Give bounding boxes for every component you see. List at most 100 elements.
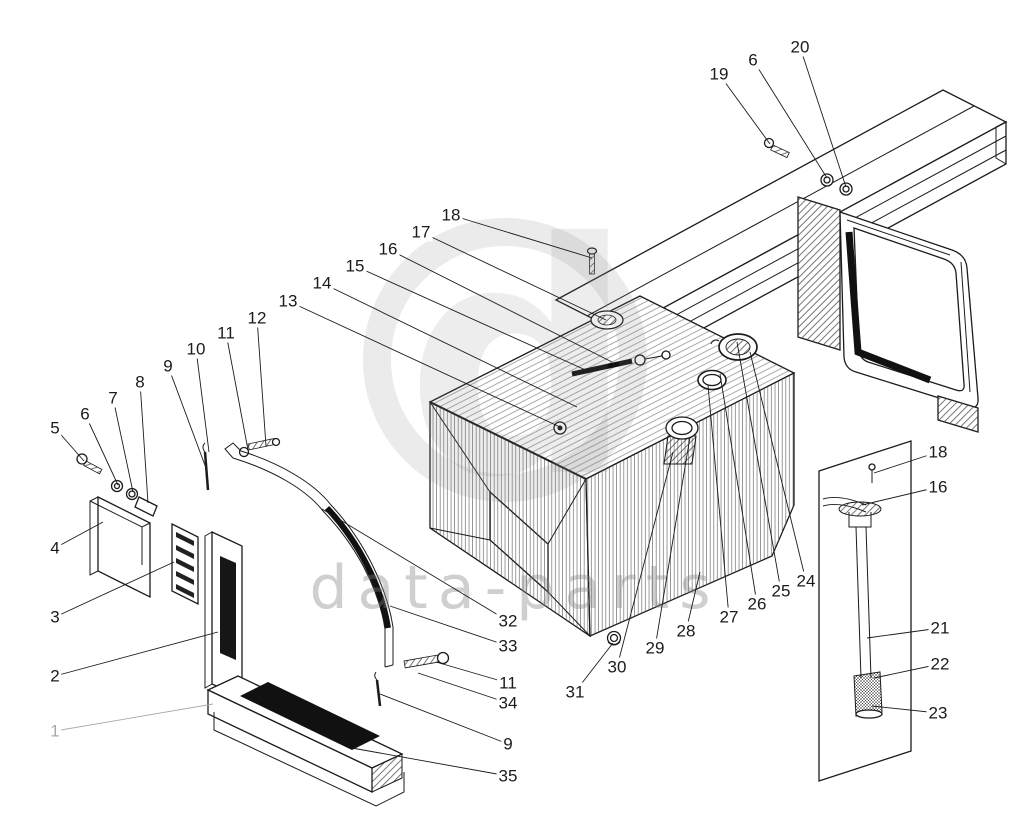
leader-line-17-1 (54, 703, 214, 732)
leader-line-0-18 (450, 214, 593, 259)
bracket-cradle-1 (206, 675, 405, 807)
drain-nut-31 (606, 630, 622, 646)
tank-top-hatch (430, 296, 794, 479)
rear-strap-assembly (797, 196, 979, 433)
leader-line-9-9 (167, 365, 207, 469)
callout-31-29: 29 (643, 638, 667, 658)
leader-line-22-16 (861, 486, 939, 506)
callout-3-15: 15 (343, 256, 367, 276)
callout-14-4: 4 (48, 538, 62, 558)
washer-6-left (110, 479, 124, 493)
leader-line-37-34 (417, 672, 509, 704)
tank-side-hatch (586, 373, 794, 636)
pickup-tube-21 (855, 526, 872, 679)
callout-28-26: 26 (745, 594, 769, 614)
callout-25-23: 23 (926, 703, 950, 723)
watermark-circle (363, 218, 647, 502)
callout-21-18: 18 (926, 442, 950, 462)
tank-recess-hatch (490, 492, 548, 592)
bolt-11-upper (238, 437, 281, 458)
watermark: d data-parts (309, 176, 710, 623)
pickup-flange (838, 501, 882, 528)
callout-26-24: 24 (794, 571, 818, 591)
pin-9-lower (374, 671, 382, 707)
leader-line-7-11 (225, 332, 249, 451)
callout-32-30: 30 (605, 657, 629, 677)
callout-1-17: 17 (409, 222, 433, 242)
callout-10-8: 8 (133, 372, 147, 392)
bolt-11-lower (403, 651, 450, 669)
callout-2-16: 16 (376, 239, 400, 259)
leader-line-16-2 (54, 631, 219, 677)
filter-end-cap-23 (855, 709, 883, 719)
leader-line-34-32 (321, 508, 509, 622)
leader-line-6-12 (256, 317, 267, 447)
callout-18-19: 19 (707, 64, 731, 84)
leader-line-27-25 (736, 341, 782, 592)
leader-line-35-33 (389, 605, 509, 647)
callout-33-31: 31 (563, 682, 587, 702)
pickup-filter-22 (853, 671, 883, 719)
callout-22-16: 16 (926, 477, 950, 497)
pin-9-upper (202, 442, 210, 491)
leader-line-20-20 (799, 46, 847, 188)
leader-line-18-19 (718, 73, 771, 145)
leader-line-2-16 (387, 248, 613, 363)
callout-37-34: 34 (496, 693, 520, 713)
leader-line-31-29 (654, 436, 691, 649)
leader-line-26-24 (749, 351, 807, 582)
tank-strap-32 (224, 442, 394, 668)
watermark-logo: d (405, 176, 634, 548)
fuel-tank (428, 295, 796, 638)
strap-foot-hatch (938, 396, 978, 432)
callout-4-14: 14 (310, 273, 334, 293)
callout-8-10: 10 (184, 339, 208, 359)
sender-detail-panel (818, 440, 912, 782)
tank-top-fitting (553, 421, 567, 435)
callout-36-11: 11 (497, 673, 519, 693)
callout-15-3: 3 (48, 607, 62, 627)
reinforcement-plate-3 (171, 522, 199, 606)
leader-line-3-15 (354, 265, 591, 373)
nut-20 (839, 182, 853, 196)
callout-6-12: 12 (245, 308, 269, 328)
fuel-sender-unit (663, 416, 699, 465)
leader-line-39-35 (351, 747, 509, 777)
leader-line-4-14 (321, 282, 578, 408)
gasket-ring (697, 369, 727, 391)
leader-line-11-7 (112, 397, 134, 493)
nut-7 (125, 487, 139, 501)
callout-9-9: 9 (161, 356, 175, 376)
callout-5-13: 13 (276, 291, 300, 311)
callout-0-18: 18 (439, 205, 463, 225)
leader-lines-layer (54, 46, 941, 777)
callout-23-21: 21 (928, 618, 952, 638)
leader-line-32-30 (616, 451, 674, 668)
leader-line-14-4 (54, 521, 104, 549)
pickup-screw-18 (868, 463, 876, 483)
callout-30-28: 28 (674, 621, 698, 641)
bolt-18-top (586, 247, 598, 275)
callout-27-25: 25 (769, 581, 793, 601)
clamp-plate-8 (134, 496, 158, 517)
channel-bracket-4 (89, 495, 151, 599)
callout-12-6: 6 (78, 404, 92, 424)
level-gauge-rod (571, 350, 671, 377)
leader-line-38-9 (379, 693, 509, 745)
leader-line-23-21 (866, 627, 941, 639)
callout-17-1: 1 (48, 721, 62, 741)
callout-16-2: 2 (48, 666, 62, 686)
leader-line-1-17 (420, 231, 607, 321)
callout-7-11: 11 (215, 323, 237, 343)
leader-line-36-11 (435, 661, 509, 684)
callout-19-6: 6 (746, 50, 760, 70)
callout-24-22: 22 (928, 654, 952, 674)
leader-line-12-6 (84, 413, 119, 486)
leader-line-5-13 (287, 300, 561, 428)
callout-11-7: 7 (106, 388, 120, 408)
callout-20-20: 20 (788, 37, 812, 57)
filler-neck-cap (590, 310, 624, 330)
rear-bracket-hatch (798, 197, 840, 350)
